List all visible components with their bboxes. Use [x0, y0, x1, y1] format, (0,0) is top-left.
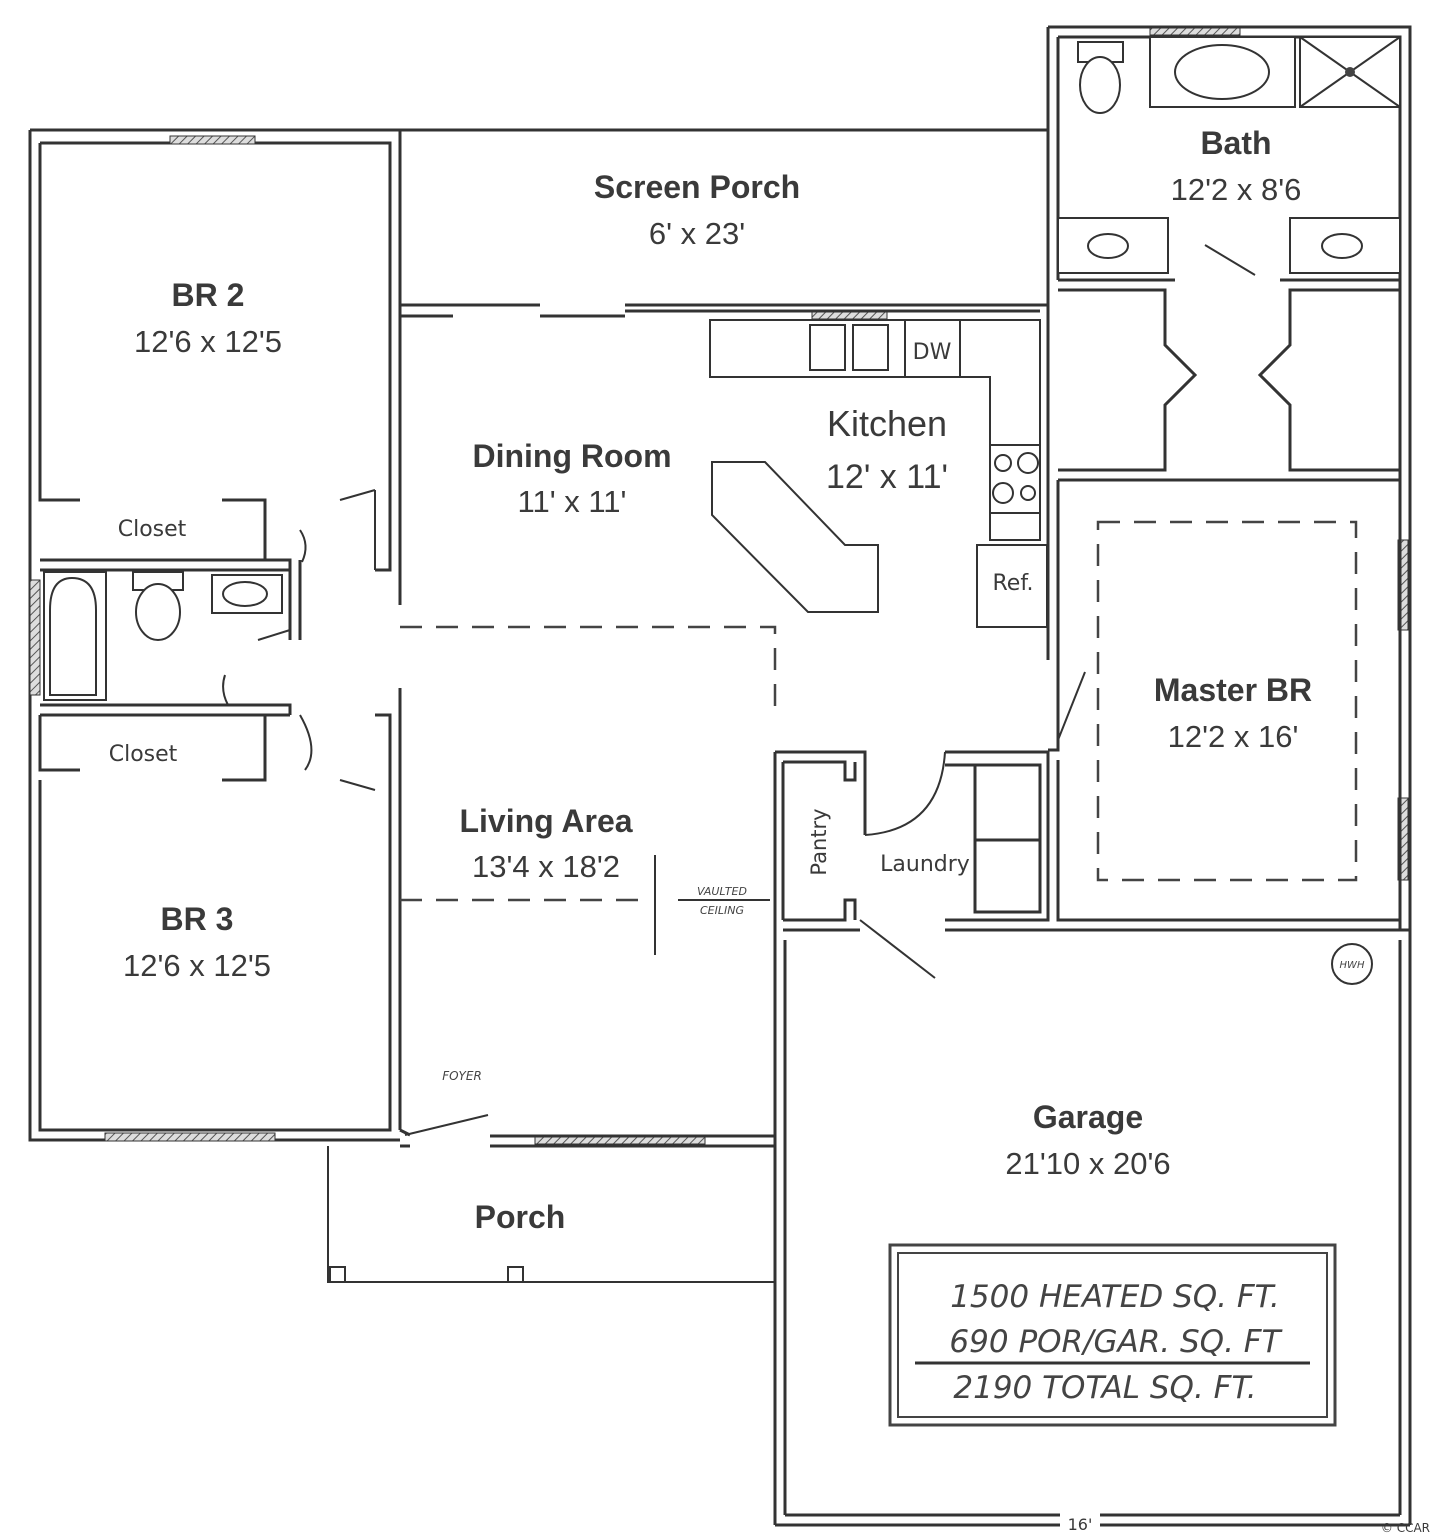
br2-door-swing — [339, 489, 376, 570]
bathtub-outline — [43, 571, 107, 701]
garage-width-label: 16' — [1068, 1515, 1093, 1534]
bathtub-icon — [49, 576, 97, 696]
bath-dims: 12'2 x 8'6 — [1171, 172, 1302, 207]
kitchen-name: Kitchen — [827, 403, 947, 444]
living-walls — [399, 752, 785, 1525]
sqft-heated: 1500 HEATED SQ. FT. — [950, 1279, 1280, 1315]
pantry-label: Pantry — [807, 808, 831, 875]
master-name: Master BR — [1154, 672, 1312, 708]
sqft-summary-frame — [888, 1243, 1337, 1427]
garage-walls — [775, 928, 1410, 1527]
hall-bath-door-swing — [222, 629, 291, 706]
sqft-total: 2190 TOTAL SQ. FT. — [953, 1370, 1256, 1406]
foyer-label: FOYER — [442, 1069, 482, 1083]
screen-porch-dims: 6' x 23' — [649, 216, 745, 251]
vaulted-label-2: CEILING — [700, 904, 744, 917]
porch-name: Porch — [475, 1199, 566, 1235]
br2-dims: 12'6 x 12'5 — [134, 324, 282, 359]
garage-dims: 21'10 x 20'6 — [1005, 1146, 1170, 1181]
br2-name: BR 2 — [172, 277, 245, 313]
master-tray-ceiling — [1096, 520, 1358, 882]
sink-icon — [222, 581, 268, 607]
master-bath-fixtures — [1057, 36, 1401, 274]
garage-name: Garage — [1033, 1099, 1143, 1135]
refrigerator-label: Ref. — [993, 571, 1034, 596]
br3-dims: 12'6 x 12'5 — [123, 948, 271, 983]
vaulted-label-1: VAULTED — [697, 885, 747, 898]
living-name: Living Area — [459, 803, 632, 839]
hall-bath-window — [29, 579, 41, 696]
closet-door-swing — [299, 529, 307, 563]
closet-top-label: Closet — [118, 517, 187, 542]
master-dims: 12'2 x 16' — [1168, 719, 1299, 754]
pantry-laundry — [775, 750, 1050, 979]
br2-window — [169, 135, 256, 145]
screen-porch-name: Screen Porch — [594, 169, 800, 205]
kitchen-dims: 12' x 11' — [826, 458, 948, 496]
br3-door-swing — [299, 714, 376, 791]
porch-outline — [327, 1146, 775, 1283]
dining-ceiling-line — [400, 625, 777, 720]
living-dims: 13'4 x 18'2 — [472, 849, 620, 884]
water-heater-label: HWH — [1340, 960, 1365, 971]
closet-bottom-label: Closet — [109, 742, 178, 767]
dishwasher-label: DW — [913, 340, 952, 365]
br3-name: BR 3 — [161, 901, 234, 937]
master-window-2 — [1397, 797, 1409, 881]
toilet-bowl-icon — [135, 583, 181, 641]
bath-name: Bath — [1200, 125, 1271, 161]
master-window-1 — [1397, 539, 1409, 631]
kitchen-counters — [709, 319, 1048, 628]
sqft-porch-garage: 690 POR/GAR. SQ. FT — [949, 1324, 1282, 1360]
br3-window — [104, 1132, 276, 1142]
dining-name: Dining Room — [472, 438, 671, 474]
dining-dims: 11' x 11' — [518, 484, 627, 519]
watermark-label: © CCAR — [1381, 1521, 1430, 1535]
laundry-label: Laundry — [880, 852, 970, 877]
